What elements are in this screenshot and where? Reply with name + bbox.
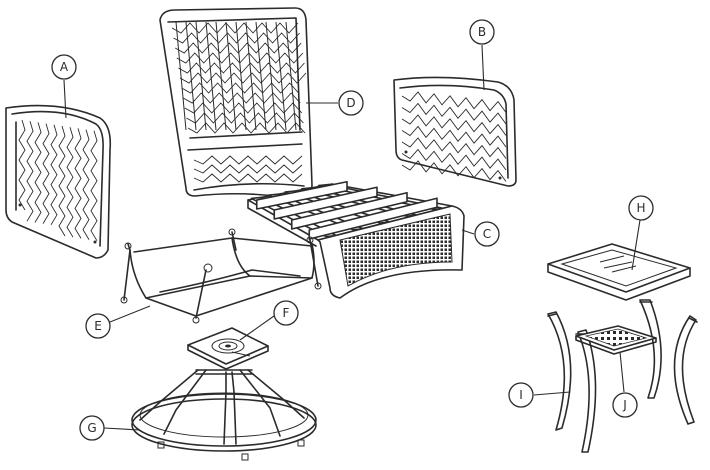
callout-j: J xyxy=(612,392,638,418)
part-g-swivel-base xyxy=(131,369,317,461)
part-e-seat-frame xyxy=(120,228,322,324)
part-i-table-legs xyxy=(547,299,698,453)
callout-f-text: F xyxy=(283,306,290,320)
callout-i-text: I xyxy=(519,388,523,402)
part-d-backrest xyxy=(159,7,313,201)
callout-i: I xyxy=(508,382,534,408)
part-a-left-armrest xyxy=(5,104,112,259)
callout-d-text: D xyxy=(346,96,355,110)
callout-c: C xyxy=(474,221,500,247)
part-b-right-armrest xyxy=(393,76,517,187)
part-f-swivel-plate xyxy=(187,327,269,370)
callout-b: B xyxy=(469,19,495,45)
callout-b-text: B xyxy=(478,25,486,39)
callout-f: F xyxy=(273,300,299,326)
callout-h-text: H xyxy=(636,201,645,215)
callout-h: H xyxy=(628,195,654,221)
callout-e-text: E xyxy=(94,319,102,333)
callout-c-text: C xyxy=(483,227,491,241)
callout-g-text: G xyxy=(87,421,96,435)
leader-lines xyxy=(63,44,641,431)
callout-a-text: A xyxy=(60,60,69,74)
callout-e: E xyxy=(85,313,111,339)
part-h-table-top xyxy=(547,243,691,301)
part-c-seat xyxy=(247,180,465,299)
part-j-shelf xyxy=(575,325,657,355)
callout-a: A xyxy=(51,54,77,80)
callout-d: D xyxy=(338,90,364,116)
callout-j-text: J xyxy=(622,398,627,412)
callout-g: G xyxy=(79,415,105,441)
